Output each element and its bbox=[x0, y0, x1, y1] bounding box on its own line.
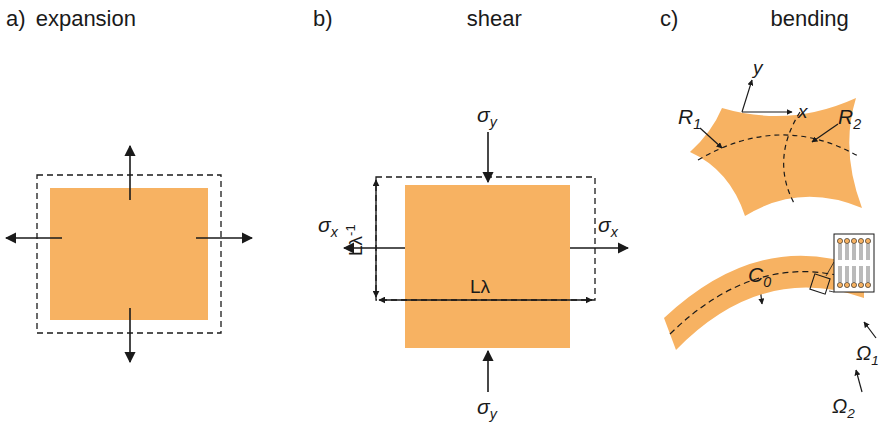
panel-title: c) bending bbox=[660, 8, 849, 30]
expansion-panel bbox=[6, 146, 252, 362]
stress-symbol: σy bbox=[477, 104, 497, 125]
stress-symbol: σx bbox=[598, 214, 618, 235]
lipid-bilayer bbox=[837, 238, 870, 287]
radius-label: R1 bbox=[678, 106, 701, 127]
panel-title: a) expansion bbox=[6, 8, 136, 30]
radius-label: R2 bbox=[838, 106, 861, 127]
shear-panel bbox=[344, 132, 628, 392]
lipid-inset bbox=[834, 234, 874, 292]
stress-symbol: σx bbox=[318, 214, 338, 235]
panel-title: b) shear bbox=[313, 8, 522, 30]
axis-label: y bbox=[753, 58, 763, 77]
dimension-label: Lλ-1 bbox=[346, 224, 365, 256]
dimension-label: Lλ bbox=[470, 277, 490, 296]
curvature-label: C0 bbox=[748, 264, 771, 285]
area-label: Ω2 bbox=[832, 396, 855, 416]
stress-symbol: σy bbox=[477, 396, 497, 417]
bending-panel bbox=[664, 80, 876, 392]
area-label: Ω1 bbox=[856, 343, 879, 363]
axis-label: x bbox=[798, 102, 808, 121]
